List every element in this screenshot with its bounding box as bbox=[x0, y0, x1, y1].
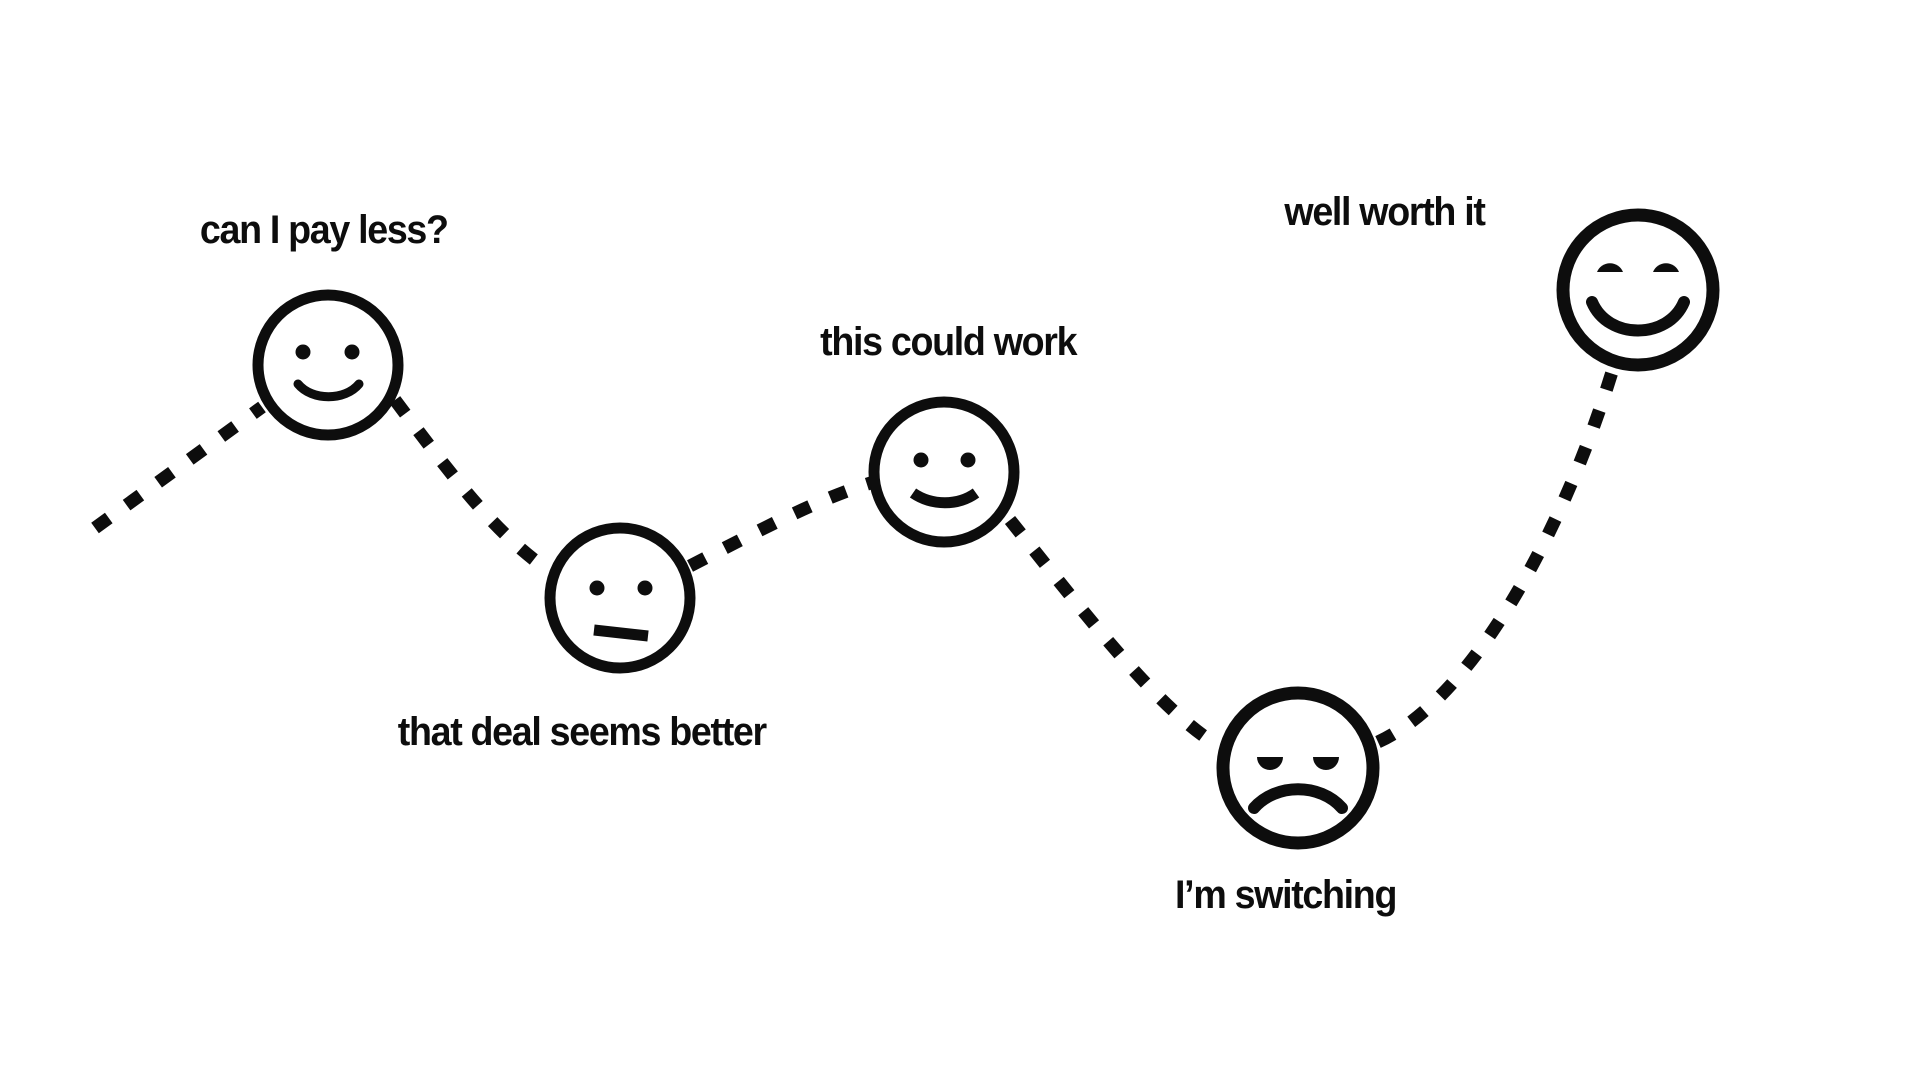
dashed-trend-line bbox=[91, 370, 1619, 754]
face5-mouth bbox=[1586, 296, 1690, 337]
face2-left-eye bbox=[589, 580, 605, 596]
face1-right-eye bbox=[344, 344, 360, 360]
face5-left-eye bbox=[1597, 263, 1623, 272]
slight-smile-face-icon bbox=[252, 289, 404, 441]
face3-mouth bbox=[909, 488, 980, 509]
sad-face-icon bbox=[1216, 686, 1380, 850]
face2-mouth bbox=[593, 624, 649, 642]
face3-right-eye bbox=[960, 452, 976, 468]
label-can-i-pay-less: can I pay less? bbox=[199, 208, 449, 252]
trend-path-segment-start-to-1 bbox=[91, 401, 266, 534]
face3-left-eye bbox=[913, 452, 929, 468]
label-this-could-work: this could work bbox=[820, 320, 1077, 364]
trend-path-segment-4-to-5 bbox=[1375, 370, 1619, 748]
face4-right-eye bbox=[1313, 757, 1339, 770]
trend-path-segment-2-to-3 bbox=[687, 475, 876, 572]
face4-mouth bbox=[1248, 783, 1348, 814]
content-face-icon bbox=[868, 396, 1020, 548]
face5-right-eye bbox=[1653, 263, 1679, 272]
face1-mouth bbox=[293, 379, 364, 402]
label-well-worth-it: well worth it bbox=[1284, 190, 1485, 234]
face2-right-eye bbox=[637, 580, 653, 596]
face1-left-eye bbox=[295, 344, 311, 360]
trend-path-segment-3-to-4 bbox=[1004, 515, 1226, 754]
trend-path-segment-1-to-2 bbox=[389, 396, 560, 581]
label-that-deal-seems-better: that deal seems better bbox=[397, 710, 767, 754]
label-im-switching: I’m switching bbox=[1175, 873, 1397, 917]
happy-face-icon bbox=[1556, 208, 1720, 372]
face4-left-eye bbox=[1257, 757, 1283, 770]
neutral-face-icon bbox=[544, 522, 696, 674]
